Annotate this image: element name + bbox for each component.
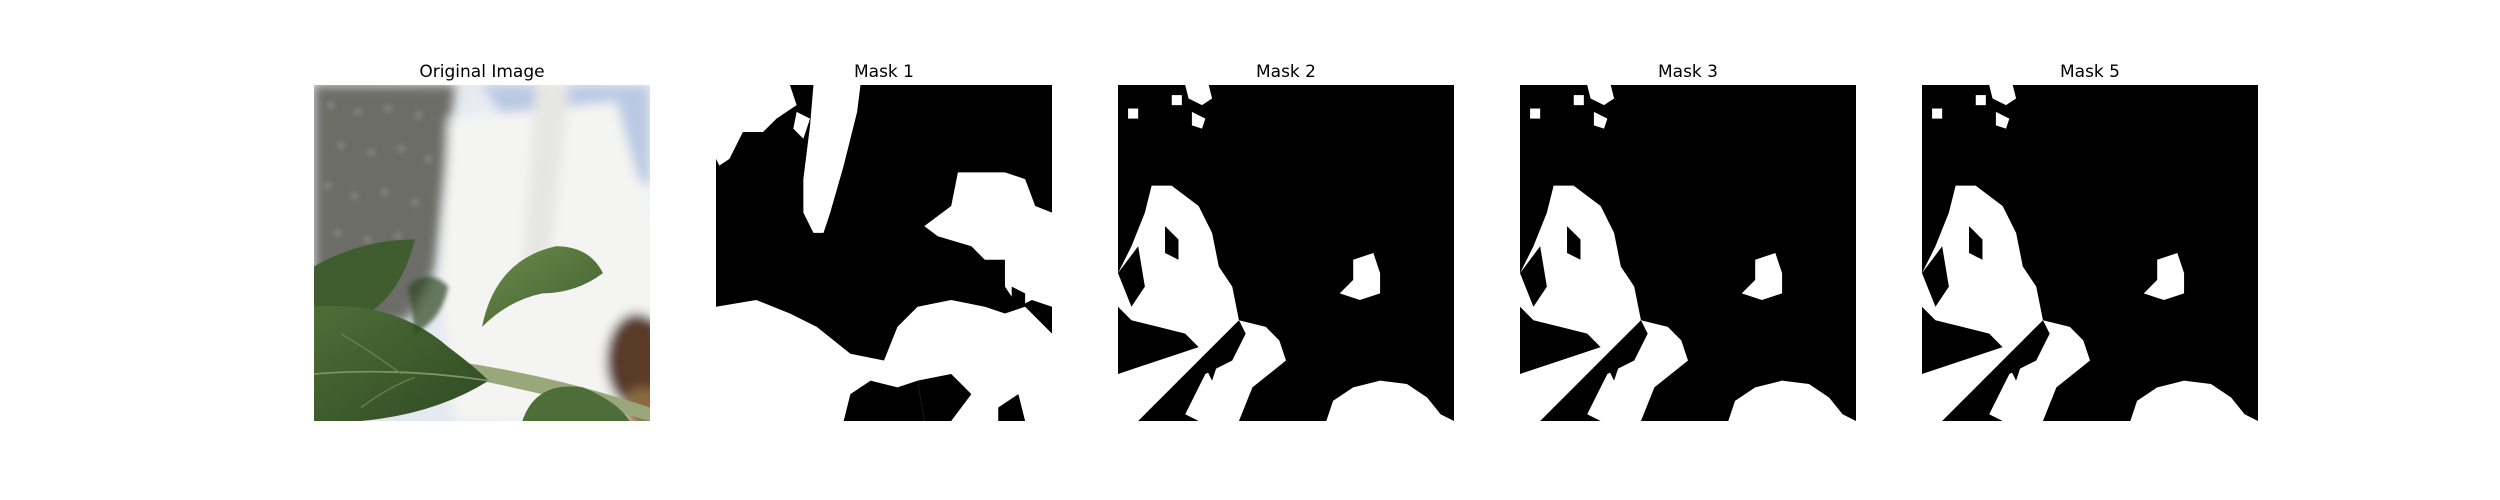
mask-2-panel: Mask 2 bbox=[1118, 60, 1454, 421]
original-image-panel: Original Image bbox=[314, 60, 650, 421]
original-image bbox=[314, 85, 650, 421]
panel-title: Mask 3 bbox=[1657, 62, 1718, 82]
panel-title: Original Image bbox=[419, 62, 545, 82]
mask-1-image bbox=[716, 85, 1052, 421]
mask-2-image bbox=[1118, 85, 1454, 421]
mask-5-panel: Mask 5 bbox=[1922, 60, 2258, 421]
mask-1-panel: Mask 1 bbox=[716, 60, 1052, 421]
panel-title: Mask 5 bbox=[2059, 62, 2120, 82]
panel-title: Mask 1 bbox=[853, 62, 914, 82]
mask-3-panel: Mask 3 bbox=[1520, 60, 1856, 421]
mask-5-image bbox=[1922, 85, 2258, 421]
panel-title: Mask 2 bbox=[1255, 62, 1316, 82]
mask-3-image bbox=[1520, 85, 1856, 421]
